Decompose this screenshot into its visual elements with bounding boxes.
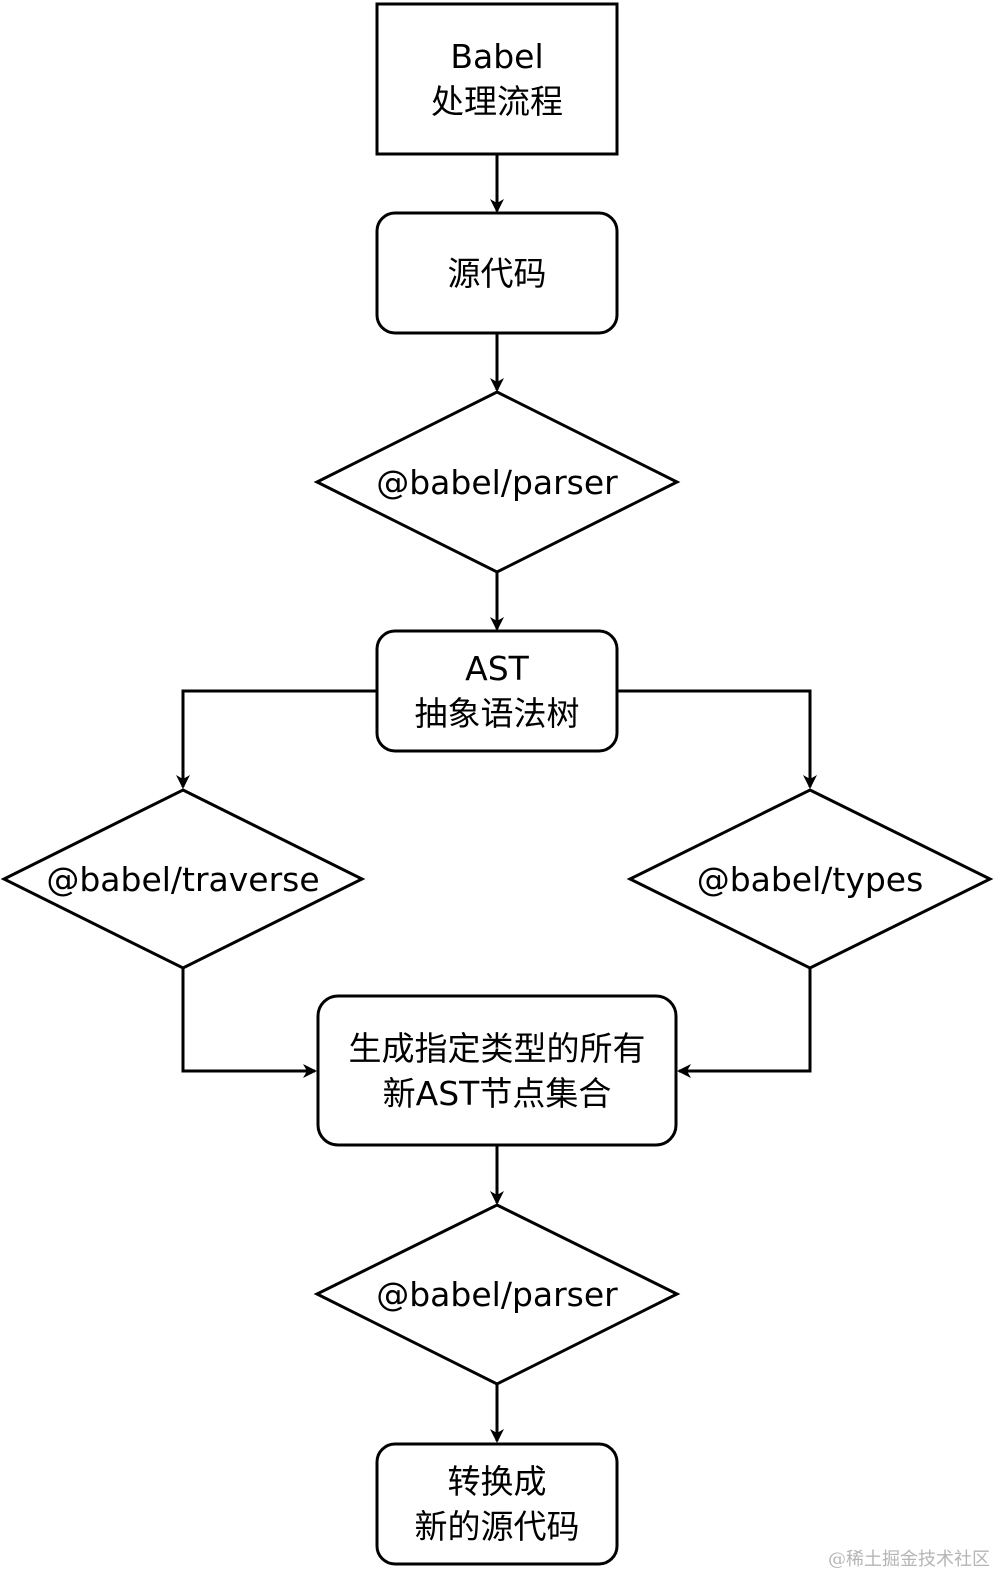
parser-2-diamond [313,1203,681,1386]
source-code-box [375,211,619,335]
ast-label-line1: AST [465,649,530,688]
new-source-code-box [375,1442,619,1566]
edge-ast-to-types [617,689,817,789]
edge-traverse-to-new-nodes [181,968,317,1078]
new-ast-nodes-box [316,994,678,1147]
babel-flow-box [375,2,619,156]
ast-label-line2: 抽象语法树 [415,694,580,733]
babel-flow-label-line2: 处理流程 [431,82,563,121]
traverse-label: @babel/traverse [46,860,319,899]
babel-flow-label-line1: Babel [450,37,543,76]
new-source-code-label-line1: 转换成 [448,1462,547,1501]
new-ast-nodes-label-line1: 生成指定类型的所有 [349,1029,646,1068]
new-source-code-label-line2: 新的源代码 [415,1507,580,1546]
edge-types-to-new-nodes [677,968,812,1078]
types-label: @babel/types [697,860,924,899]
traverse-diamond [0,788,366,970]
ast-box [375,629,619,753]
types-diamond [626,788,994,970]
new-ast-nodes-label-line2: 新AST节点集合 [383,1074,612,1113]
watermark: @稀土掘金技术社区 [828,1549,990,1570]
parser-1-label: @babel/parser [376,463,618,502]
parser-1-diamond [313,390,681,574]
parser-2-label: @babel/parser [376,1275,618,1314]
edge-ast-to-traverse [176,689,377,789]
source-code-label: 源代码 [448,254,547,293]
